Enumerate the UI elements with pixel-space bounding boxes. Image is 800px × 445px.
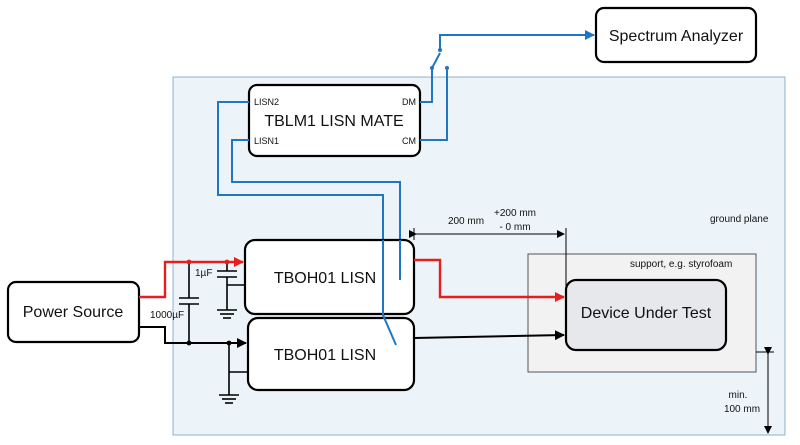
distance-nominal: 200 mm <box>448 216 484 227</box>
lisn-bottom-box <box>246 316 416 392</box>
distance-tol-minus: - 0 mm <box>499 222 530 233</box>
lisn-bottom-label: TBOH01 LISN <box>274 347 376 364</box>
lisn-mate-label: TBLM1 LISN MATE <box>264 113 403 130</box>
distance-tol-plus: +200 mm <box>494 208 536 219</box>
height-min-label: min. <box>729 390 748 401</box>
junction-dot-red <box>186 259 192 265</box>
height-value-label: 100 mm <box>724 404 760 415</box>
dut-label: Device Under Test <box>581 305 712 322</box>
junction-dots <box>186 340 232 346</box>
ground-plane-label: ground plane <box>710 214 769 225</box>
port-cm: CM <box>402 136 416 146</box>
power-source-label: Power Source <box>23 304 124 321</box>
junction-dot-red-2 <box>224 259 230 265</box>
port-lisn1: LISN1 <box>254 136 279 146</box>
cap-1uf-label: 1µF <box>195 268 212 279</box>
support-label: support, e.g. styrofoam <box>630 259 732 270</box>
supply-positive-wire <box>139 257 565 302</box>
rf-switch <box>430 48 449 70</box>
spectrum-analyzer-box <box>594 6 758 64</box>
lisn-mate-box <box>247 83 422 158</box>
cap-1000uf-label: 1000µF <box>150 310 184 321</box>
distance-dimension <box>409 228 567 300</box>
spectrum-analyzer-label: Spectrum Analyzer <box>609 28 744 45</box>
lisn-top-label: TBOH01 LISN <box>274 270 376 287</box>
height-dimension <box>756 347 774 434</box>
filter-capacitors <box>179 262 248 404</box>
port-dm: DM <box>402 97 416 107</box>
supply-return-wire <box>139 326 565 348</box>
dut-box <box>564 278 728 352</box>
port-lisn2: LISN2 <box>254 97 279 107</box>
lisn-top-box <box>243 238 416 316</box>
power-source-box <box>6 280 141 344</box>
